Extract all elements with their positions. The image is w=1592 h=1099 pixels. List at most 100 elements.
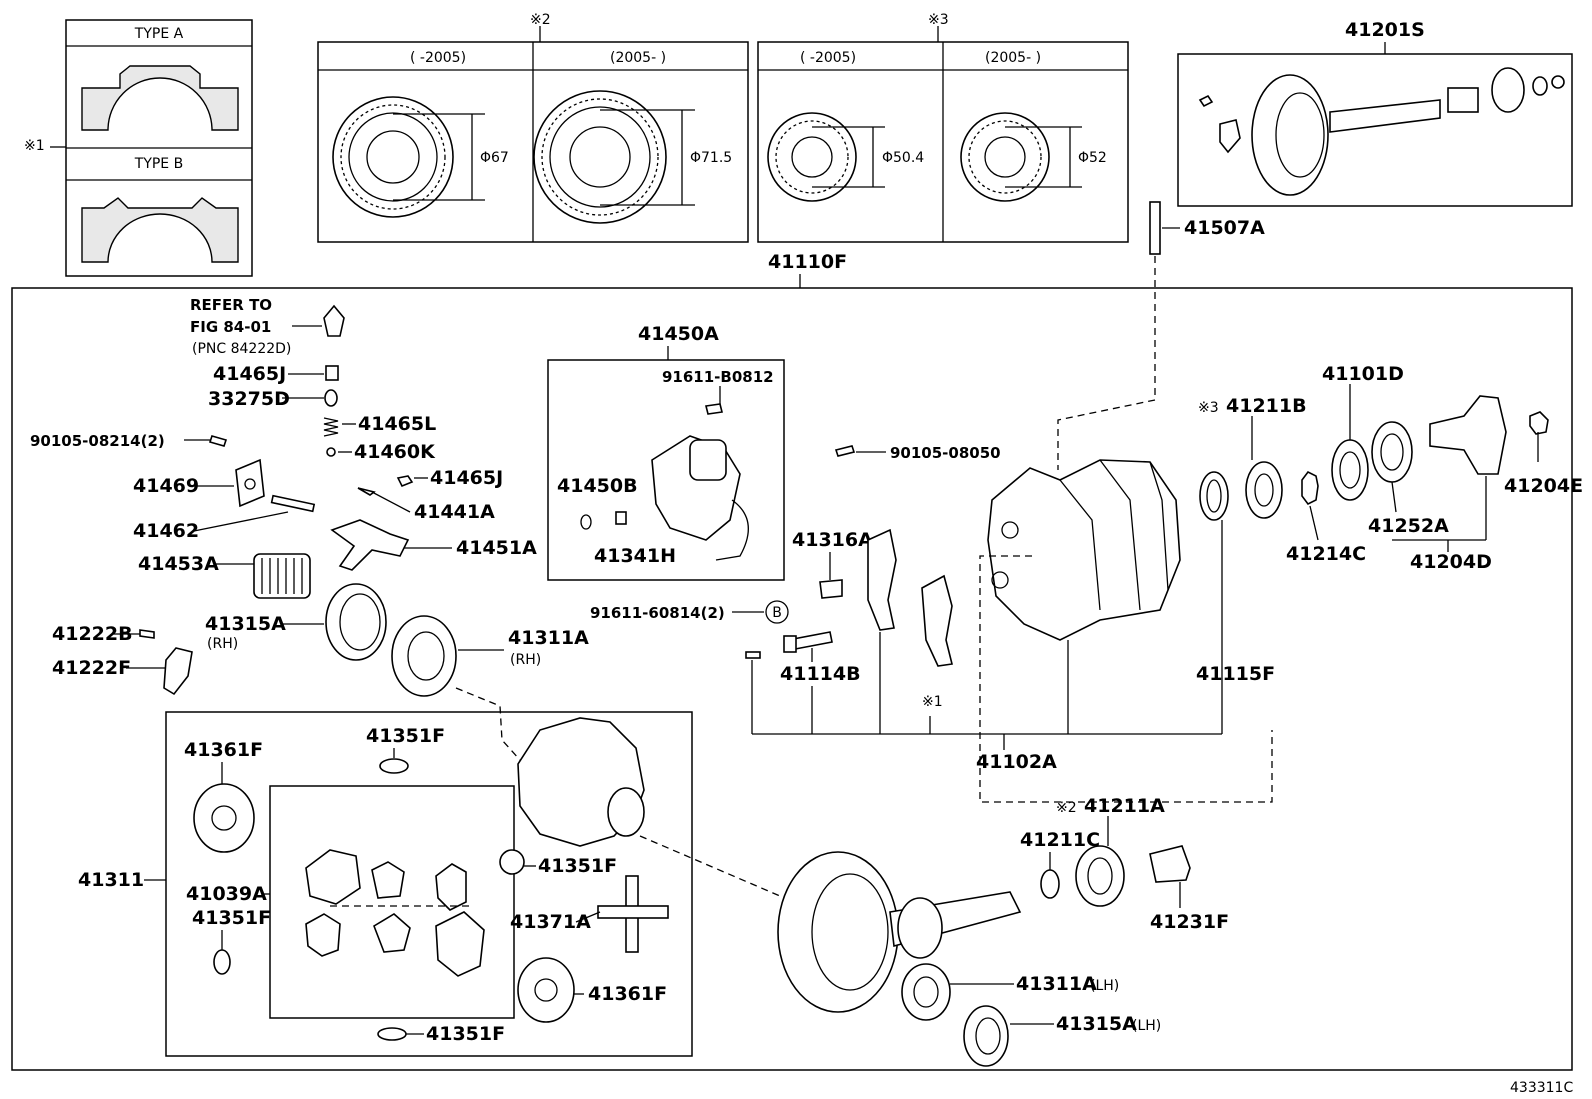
- part-label-41222F[interactable]: 41222F: [52, 657, 131, 679]
- bolt-icon: [139, 629, 155, 639]
- spring-icon: [323, 417, 339, 437]
- shift-parts: 41465J 33275D 41465L 41460K 90105-08214(…: [30, 363, 589, 761]
- spacer-icon: [1149, 845, 1191, 883]
- part-label-41315A-lh[interactable]: 41315A: [1056, 1013, 1137, 1035]
- part-label-33275D[interactable]: 33275D: [208, 388, 290, 410]
- part-label-41115F[interactable]: 41115F: [1196, 663, 1275, 685]
- side-gear-icon: [435, 911, 485, 977]
- part-label-41110F[interactable]: 41110F: [768, 251, 847, 273]
- callout-b-circle: [765, 600, 789, 624]
- part-label-41311A-lh[interactable]: 41311A: [1016, 973, 1097, 995]
- bearing-race-icon: [963, 1005, 1009, 1067]
- table2-col2-header: (2005- ): [610, 50, 666, 66]
- bearing-icon: [1075, 845, 1125, 907]
- rh-note-2: (RH): [510, 652, 541, 668]
- ring-pinion-set-box: 41201S: [1177, 19, 1573, 207]
- nut-icon: [1331, 439, 1369, 501]
- part-label-41450A[interactable]: 41450A: [638, 323, 719, 345]
- part-label-41465J-a[interactable]: 41465J: [213, 363, 286, 385]
- part-label-41507A[interactable]: 41507A: [1184, 217, 1265, 239]
- part-label-91611-B0812[interactable]: 91611-B0812: [662, 368, 774, 386]
- part-label-41453A[interactable]: 41453A: [138, 553, 219, 575]
- part-label-90105-08050[interactable]: 90105-08050: [890, 444, 1001, 462]
- bearing-icon: [1245, 461, 1283, 519]
- bolt-icon: [834, 445, 856, 457]
- table3-col1-dim: Φ50.4: [882, 150, 924, 166]
- carrier-assembly-frame: [11, 287, 1573, 1071]
- part-label-41204E[interactable]: 41204E: [1504, 475, 1583, 497]
- part-label-41222B[interactable]: 41222B: [52, 623, 133, 645]
- part-label-41361F-a[interactable]: 41361F: [184, 739, 263, 761]
- bearing-table-2: ※2 ( -2005) (2005- ) Φ67 Φ71.5: [317, 12, 749, 243]
- part-label-41211B[interactable]: 41211B: [1226, 395, 1307, 417]
- part-label-41465L[interactable]: 41465L: [358, 413, 436, 435]
- part-label-41341H[interactable]: 41341H: [594, 545, 676, 567]
- part-label-41316A[interactable]: 41316A: [792, 529, 873, 551]
- plug-icon: [396, 475, 414, 488]
- dowel-icon: [745, 651, 761, 659]
- part-label-41211C[interactable]: 41211C: [1020, 829, 1100, 851]
- bearing-cap-icon: [867, 528, 897, 631]
- bearing-icon: [767, 112, 857, 202]
- o-ring-icon: [580, 514, 592, 530]
- bearing-icon: [533, 90, 667, 224]
- thrust-washer-icon: [193, 783, 255, 853]
- part-label-41351F-left[interactable]: 41351F: [192, 907, 271, 929]
- nut-icon: [1529, 411, 1549, 435]
- part-label-41102A[interactable]: 41102A: [976, 751, 1057, 773]
- thrust-washer-icon: [517, 957, 575, 1023]
- type-b-label: TYPE B: [134, 156, 183, 172]
- bearing-table-3: ※3 ( -2005) (2005- ) Φ50.4 Φ52: [757, 12, 1129, 243]
- nut-icon: [1551, 75, 1565, 89]
- part-label-41201S[interactable]: 41201S: [1345, 19, 1425, 41]
- table3-marker: ※3: [928, 12, 949, 28]
- part-label-41211A[interactable]: 41211A: [1084, 795, 1165, 817]
- pinion-shaft-icon: [1329, 99, 1441, 133]
- inset-marker: ※1: [24, 138, 45, 154]
- middle-parts: 90105-08050 41316A 91611-60814(2) B 4111…: [590, 444, 1223, 773]
- part-label-90105-08214[interactable]: 90105-08214(2): [30, 432, 165, 450]
- ring-gear-icon: [1251, 74, 1329, 196]
- part-label-41204D[interactable]: 41204D: [1410, 551, 1492, 573]
- part-label-41231F[interactable]: 41231F: [1150, 911, 1229, 933]
- part-label-41371A[interactable]: 41371A: [510, 911, 591, 933]
- part-label-41451A[interactable]: 41451A: [456, 537, 537, 559]
- spacer-icon: [1447, 87, 1479, 113]
- part-label-91611-60814[interactable]: 91611-60814(2): [590, 604, 725, 622]
- part-label-41351F-mid[interactable]: 41351F: [538, 855, 617, 877]
- table2-col1-dim: Φ67: [480, 150, 509, 166]
- part-label-41462[interactable]: 41462: [133, 520, 199, 542]
- pinion-gear-icon: [373, 913, 411, 953]
- part-label-41351F-top[interactable]: 41351F: [366, 725, 445, 747]
- part-label-41311A-rh[interactable]: 41311A: [508, 627, 589, 649]
- part-label-41252A[interactable]: 41252A: [1368, 515, 1449, 537]
- part-label-41465J-b[interactable]: 41465J: [430, 467, 503, 489]
- bolt-icon: [208, 435, 228, 447]
- lh-note-1: (LH): [1090, 978, 1119, 994]
- ring-pinion-bottom: 41311A (LH) 41315A (LH) 41211C ※2 41211A…: [777, 795, 1229, 1067]
- type-a-label: TYPE A: [134, 26, 184, 42]
- carrier-housing: [979, 459, 1273, 803]
- part-label-41460K[interactable]: 41460K: [354, 441, 436, 463]
- refer-note: REFER TO FIG 84-01 (PNC 84222D): [190, 296, 345, 357]
- bearing-cap-type-a-icon: [81, 65, 239, 131]
- ball-icon: [324, 389, 338, 407]
- part-label-41101D[interactable]: 41101D: [1322, 363, 1404, 385]
- part-label-41469[interactable]: 41469: [133, 475, 199, 497]
- part-label-41351F-bottom[interactable]: 41351F: [426, 1023, 505, 1045]
- part-label-41311[interactable]: 41311: [78, 869, 144, 891]
- bearing-cap-icon: [921, 574, 953, 667]
- part-label-41315A-rh[interactable]: 41315A: [205, 613, 286, 635]
- part-label-41441A[interactable]: 41441A: [414, 501, 495, 523]
- part-label-41039A[interactable]: 41039A: [186, 883, 267, 905]
- part-label-41450B[interactable]: 41450B: [557, 475, 638, 497]
- thrust-washer-icon: [213, 949, 231, 975]
- table2-marker: ※2: [530, 12, 551, 28]
- part-label-41114B[interactable]: 41114B: [780, 663, 861, 685]
- shift-fork-icon: [330, 519, 410, 571]
- key-icon: [357, 487, 376, 496]
- bearing-cap-type-b-icon: [81, 197, 239, 263]
- part-label-41361F-b[interactable]: 41361F: [588, 983, 667, 1005]
- part-label-41214C[interactable]: 41214C: [1286, 543, 1366, 565]
